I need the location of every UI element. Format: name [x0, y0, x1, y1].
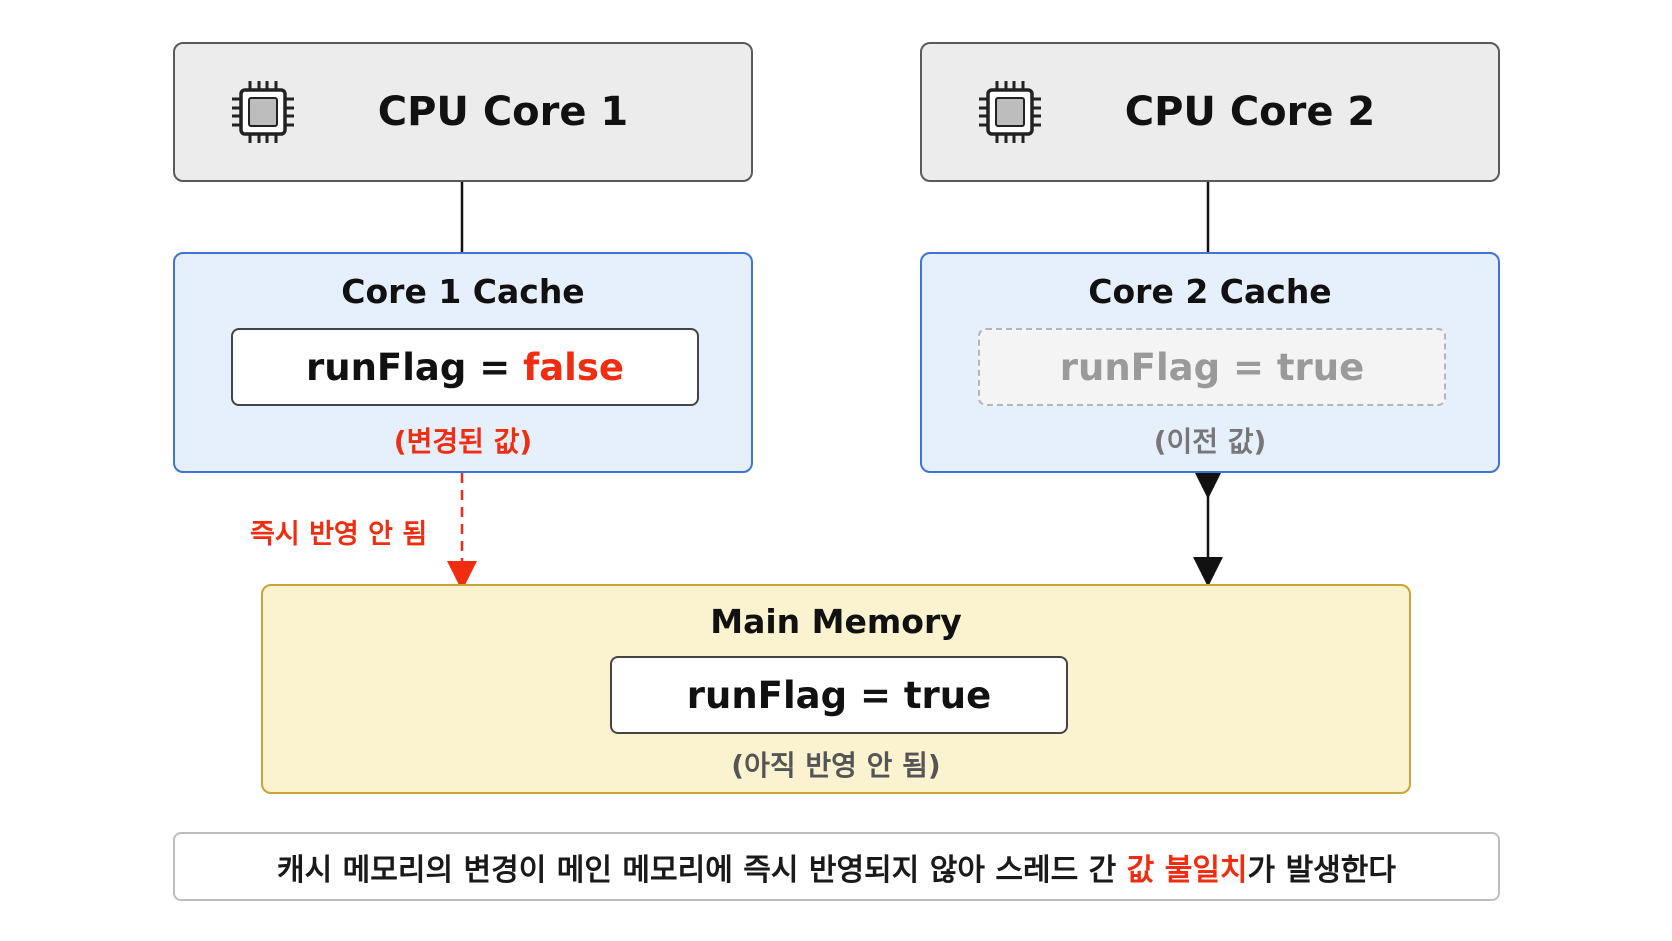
summary-text-before: 캐시 메모리의 변경이 메인 메모리에 즉시 반영되지 않아 스레드 간	[277, 852, 1127, 888]
chip-icon	[232, 81, 294, 143]
cpu-core-1-box: CPU Core 1	[173, 42, 753, 182]
core-1-cache-value-false: false	[523, 345, 624, 389]
core-2-cache-value: runFlag = true	[978, 328, 1446, 406]
core-1-cache-note: (변경된 값)	[393, 425, 533, 458]
cpu-core-2-title: CPU Core 2	[1124, 89, 1376, 135]
cpu-core-1-title: CPU Core 1	[377, 89, 629, 135]
summary-text-after: 가 발생한다	[1247, 852, 1396, 888]
main-memory-title: Main Memory	[710, 602, 962, 641]
core-2-cache-title: Core 2 Cache	[1088, 272, 1332, 311]
core-2-cache-box: Core 2 Cache runFlag = true (이전 값)	[920, 252, 1500, 473]
summary-caption: 캐시 메모리의 변경이 메인 메모리에 즉시 반영되지 않아 스레드 간 값 불…	[173, 832, 1500, 901]
flow-label: 즉시 반영 안 됨	[250, 519, 428, 550]
core-1-cache-value: runFlag = false	[231, 328, 699, 406]
chip-icon	[979, 81, 1041, 143]
core-1-cache-box: Core 1 Cache runFlag = false (변경된 값)	[173, 252, 753, 473]
core-1-cache-value-prefix: runFlag =	[306, 345, 524, 389]
summary-text-highlight: 값 불일치	[1126, 852, 1248, 888]
main-memory-note: (아직 반영 안 됨)	[731, 749, 941, 782]
main-memory-value: runFlag = true	[610, 656, 1068, 734]
core-1-cache-title: Core 1 Cache	[341, 272, 585, 311]
cpu-core-2-box: CPU Core 2	[920, 42, 1500, 182]
core-2-cache-note: (이전 값)	[1153, 425, 1267, 458]
main-memory-box: Main Memory runFlag = true (아직 반영 안 됨)	[261, 584, 1411, 794]
